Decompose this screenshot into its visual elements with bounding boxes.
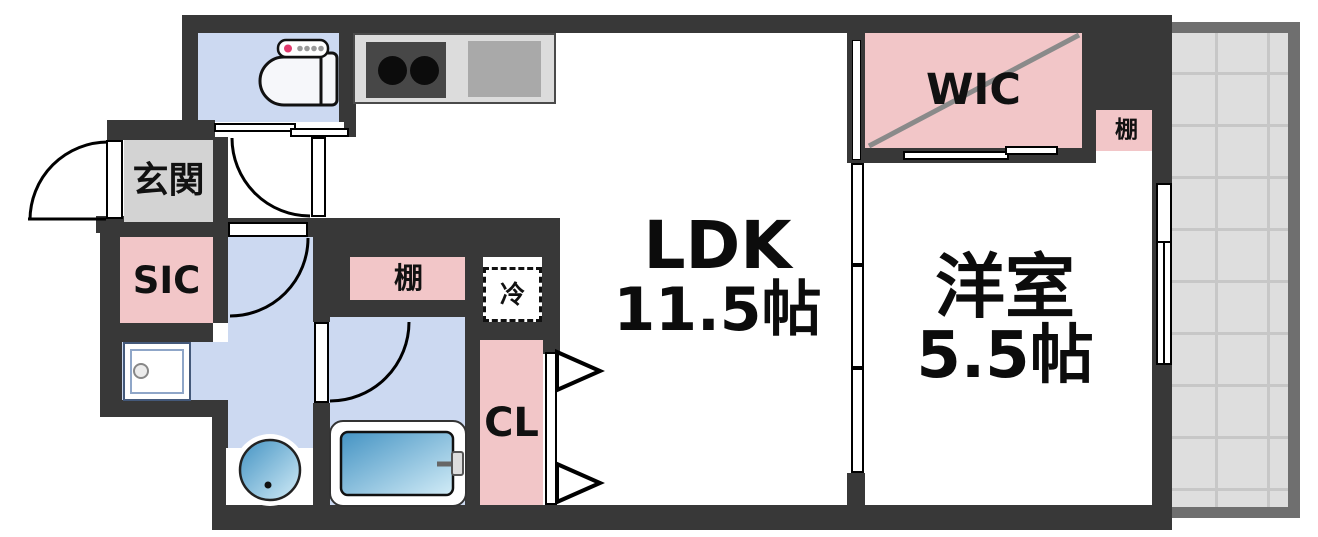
shelf-by-bedroom: 棚 [1096,110,1157,151]
toilet-slider-panel-right [290,128,349,137]
wall-sic-left [100,233,120,342]
balcony-wall-top [1172,22,1300,33]
balcony-wall-right [1288,22,1300,518]
bedroom-window-tick [1156,241,1172,243]
washroom [228,237,313,505]
wall-below-entrance [100,222,215,237]
shelf-by-bath: 棚 [350,257,467,300]
wall-entrance-corridor [213,137,228,222]
partition-slider-panel-3 [851,368,864,473]
wall-right-top [1152,15,1172,185]
refrigerator-space: 冷 [483,267,542,322]
entrance-room: 玄関 [124,140,213,222]
corridor-door-leaf [311,137,326,217]
wall-alcove-left [100,342,122,417]
wall-bottom [212,505,1172,530]
closet-label: CL [484,399,539,446]
wall-right-of-fridge [542,257,560,340]
shelf-by-bath-label: 棚 [393,261,423,295]
wall-left-of-shelf [330,237,350,317]
bathroom-door-leaf [314,322,329,403]
bedroom-window-sash-line [1163,242,1165,363]
burner-right-icon [410,56,439,85]
wall-bath-right [465,300,480,505]
wall-right-window-sliver [1152,183,1158,365]
wic-slider-panel-left [903,151,1009,160]
closet: CL [480,340,543,505]
sic-room: SIC [120,237,213,323]
washroom-door-leaf [228,222,308,237]
wall-washroom-left-lower [212,400,228,530]
wic-slider-panel-right [1005,146,1058,155]
washer-alcove [122,342,228,400]
wall-toilet-right [339,15,356,122]
corridor-door-arc [230,137,311,218]
partition-slider-panel-1 [851,163,864,265]
entrance-label: 玄関 [132,160,205,201]
closet-door-leaf [545,352,557,505]
wall-above-entrance [107,120,215,140]
partition-slider-panel-2 [851,265,864,368]
wall-right-bottom [1152,363,1172,530]
kitchen-sink [468,41,541,97]
closet-fold-arrow-bottom [555,460,605,506]
refrigerator-label: 冷 [499,280,525,309]
ldk-label: LDK 11.5帖 [560,212,875,342]
toilet-room [198,33,339,122]
wall-below-shelf [330,300,465,317]
wall-top [182,15,1172,33]
shelf-by-bedroom-label: 棚 [1115,117,1138,143]
bathroom [330,317,465,505]
wall-above-closet [465,322,560,340]
wall-toilet-left [182,15,198,137]
walk-in-closet: WIC [865,33,1082,148]
wall-wash-bath-lower [313,403,330,505]
toilet-slider-panel-left [214,123,296,132]
wall-sic-right [213,237,228,323]
western-room-size: 5.5帖 [916,319,1094,394]
balcony-wall-bottom [1172,507,1300,518]
western-room-label: 洋室 5.5帖 [855,246,1155,394]
entrance-door-arc [28,140,109,221]
partition-glass-inset [852,40,861,160]
wall-below-alcove [100,400,212,417]
wall-band-above-shelf [330,218,560,257]
ldk-name: LDK [643,207,792,284]
balcony-floor [1172,33,1288,507]
entrance-door-leaf [106,140,123,219]
wic-label: WIC [926,65,1021,115]
wall-partition-bottom [847,473,865,530]
western-room-name: 洋室 [935,246,1075,328]
wall-wic-right-column [1082,110,1096,163]
sic-label: SIC [132,258,201,302]
wall-below-sic [100,323,213,342]
burner-left-icon [378,56,407,85]
ldk-size: 11.5帖 [613,275,822,346]
closet-fold-arrow-top [555,348,605,394]
wall-wash-bath-upper [313,237,330,322]
